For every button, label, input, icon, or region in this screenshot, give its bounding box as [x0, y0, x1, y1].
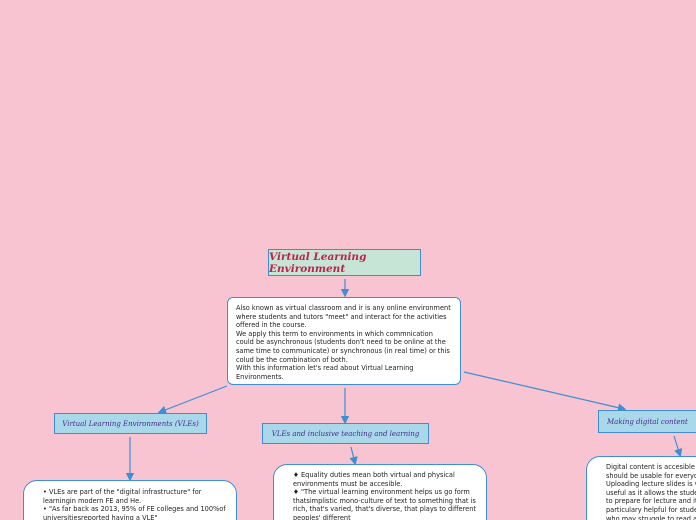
detail-card-inclusive-teaching[interactable]: ♦ Equality duties mean both virtual and … — [273, 464, 487, 520]
detail-line: ♦ "The virtual learning environment help… — [293, 488, 476, 520]
topic-node-inclusive-teaching[interactable]: VLEs and inclusive teaching and learning — [262, 423, 429, 444]
root-node[interactable]: Virtual Learning Environment — [268, 249, 421, 276]
detail-line: Uploading lecture slides is very useful … — [606, 480, 696, 520]
detail-card-digital-content[interactable]: Digital content is accesible and should … — [586, 456, 696, 520]
description-node[interactable]: Also known as virtual classroom and ir i… — [227, 297, 461, 385]
description-line: With this information let's read about V… — [236, 364, 414, 381]
connector-description-to-topic-3 — [463, 371, 627, 412]
connector-topic-3-to-card — [673, 435, 683, 458]
connector-description-to-topic-1 — [157, 385, 228, 414]
topic-node-vles[interactable]: Virtual Learning Environments (VLEs) — [54, 413, 207, 434]
detail-line: • "As far back as 2013, 95% of FE colleg… — [43, 505, 226, 520]
topic-title: VLEs and inclusive teaching and learning — [271, 429, 420, 438]
connector-topic-2-to-card — [349, 446, 358, 466]
detail-line: Digital content is accesible and should … — [606, 463, 696, 480]
description-line: Also known as virtual classroom and ir i… — [236, 304, 451, 330]
detail-line: • VLEs are part of the "digital infrastr… — [43, 488, 202, 505]
root-title: Virtual Learning Environment — [269, 250, 367, 275]
topic-node-digital-content[interactable]: Making digital content — [598, 410, 696, 433]
description-line: We apply this term to environments in wh… — [236, 329, 450, 364]
detail-line: ♦ Equality duties mean both virtual and … — [293, 471, 455, 488]
topic-title: Virtual Learning Environments (VLEs) — [62, 419, 199, 428]
detail-card-vles[interactable]: • VLEs are part of the "digital infrastr… — [23, 480, 237, 520]
topic-title: Making digital content — [607, 417, 688, 426]
